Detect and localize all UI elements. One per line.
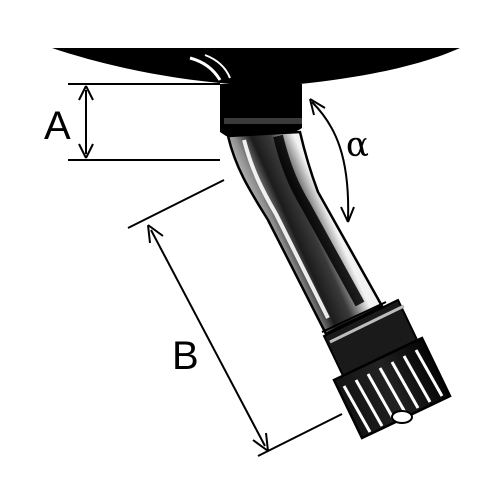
valve-stem-body	[226, 130, 384, 336]
label-b: B	[172, 334, 199, 378]
label-a: A	[44, 104, 71, 148]
label-alpha: α	[346, 125, 369, 165]
wheel-rim	[52, 48, 460, 84]
valve-base	[220, 84, 302, 139]
valve-cap	[332, 336, 452, 440]
dimension-b	[127, 179, 343, 457]
angle-alpha-arc	[309, 98, 355, 223]
dimension-a	[68, 83, 220, 161]
